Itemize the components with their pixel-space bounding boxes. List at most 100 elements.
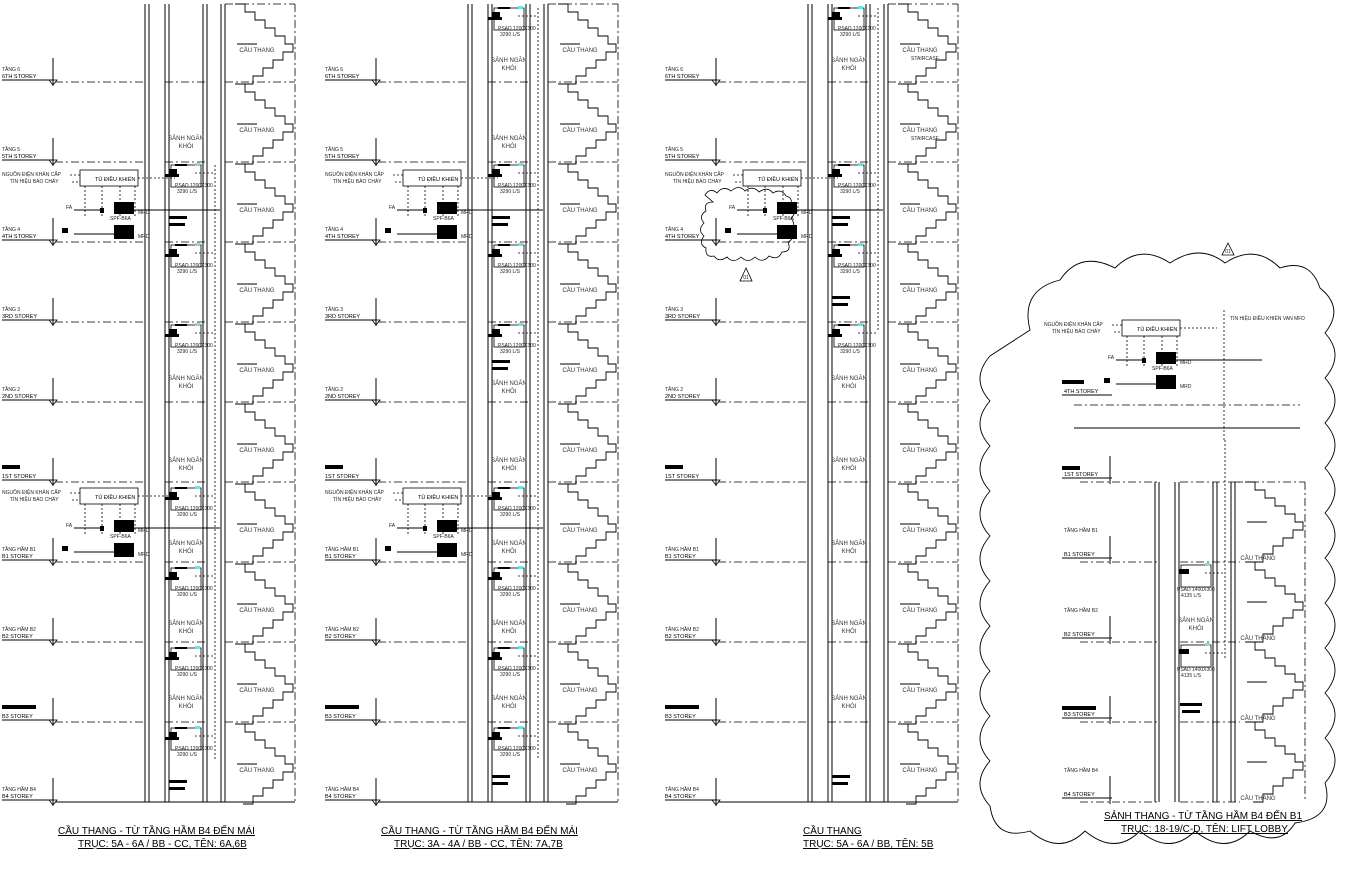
svg-text:NGUỒN ĐIỆN KHẨN CẤP: NGUỒN ĐIỆN KHẨN CẤP [325, 488, 385, 496]
svg-text:6TH STOREY: 6TH STOREY [665, 74, 700, 80]
svg-text:TẦNG 2: TẦNG 2 [2, 386, 20, 393]
svg-text:PSAD 1200X300: PSAD 1200X300 [838, 26, 876, 32]
svg-text:CẦU THANG: CẦU THANG [562, 47, 598, 54]
svg-text:CẦU THANG: CẦU THANG [239, 527, 275, 534]
svg-text:SẢNH NGĂN: SẢNH NGĂN [168, 620, 204, 627]
svg-text:FA: FA [729, 205, 736, 211]
svg-text:TẦNG 3: TẦNG 3 [2, 306, 20, 313]
svg-text:TẦNG 6: TẦNG 6 [2, 66, 20, 73]
svg-text:TẦNG HẦM B2: TẦNG HẦM B2 [665, 626, 699, 633]
svg-text:KHÓI: KHÓI [179, 548, 194, 555]
svg-text:MRD: MRD [461, 210, 473, 216]
svg-text:SẢNH NGĂN: SẢNH NGĂN [831, 375, 867, 382]
svg-text:FA: FA [389, 205, 396, 211]
svg-text:CẦU THANG: CẦU THANG [562, 687, 598, 694]
svg-text:CẦU THANG: CẦU THANG [239, 207, 275, 214]
svg-text:CẦU THANG: CẦU THANG [239, 607, 275, 614]
svg-text:KHÓI: KHÓI [179, 703, 194, 710]
svg-text:NGUỒN ĐIỆN KHẨN CẤP: NGUỒN ĐIỆN KHẨN CẤP [1044, 320, 1104, 328]
svg-text:KHÓI: KHÓI [502, 143, 517, 150]
svg-text:TÍN HIỆU ĐIỀU KHIỂN VAN MFD: TÍN HIỆU ĐIỀU KHIỂN VAN MFD [1230, 314, 1305, 322]
svg-text:SPF-B6A: SPF-B6A [1152, 366, 1174, 372]
svg-text:2ND STOREY: 2ND STOREY [2, 394, 37, 400]
svg-text:6TH STOREY: 6TH STOREY [325, 74, 360, 80]
svg-text:4TH STOREY: 4TH STOREY [1064, 389, 1099, 395]
svg-text:3290 L/S: 3290 L/S [177, 752, 198, 758]
svg-text:TẦNG HẦM B4: TẦNG HẦM B4 [2, 786, 36, 793]
svg-text:4TH STOREY: 4TH STOREY [2, 234, 37, 240]
svg-text:CẦU THANG: CẦU THANG [902, 447, 938, 454]
svg-text:CẦU THANG: CẦU THANG [902, 47, 938, 54]
svg-text:MRD: MRD [461, 234, 473, 240]
svg-text:3290 L/S: 3290 L/S [177, 269, 198, 275]
svg-text:PSAD 1200X300: PSAD 1200X300 [175, 343, 213, 349]
svg-text:SẢNH NGĂN: SẢNH NGĂN [491, 620, 527, 627]
panel-1-title-line1: CẦU THANG - TỪ TẦNG HẦM B4 ĐẾN MÁI [58, 826, 255, 837]
panel-4-title: SẢNH THANG - TỪ TẦNG HẦM B4 ĐẾN B1 TRỤC:… [1104, 811, 1324, 835]
svg-text:TẦNG HẦM B2: TẦNG HẦM B2 [1064, 607, 1098, 614]
svg-text:CẦU THANG: CẦU THANG [902, 127, 938, 134]
svg-text:TẦNG 6: TẦNG 6 [325, 66, 343, 73]
svg-text:CẦU THANG: CẦU THANG [902, 607, 938, 614]
panel-4-title-line2: TRỤC: 18-19/C-D, TÊN: LIFT LOBBY [1121, 824, 1288, 835]
svg-text:MRD: MRD [461, 528, 473, 534]
svg-text:TẦNG 4: TẦNG 4 [2, 226, 20, 233]
svg-text:MRD: MRD [138, 234, 150, 240]
svg-text:PSAD 1200X300: PSAD 1200X300 [838, 183, 876, 189]
svg-text:TỦ ĐIỀU KHIỂN: TỦ ĐIỀU KHIỂN [1137, 326, 1177, 333]
svg-text:SẢNH NGĂN: SẢNH NGĂN [168, 540, 204, 547]
svg-text:3290 L/S: 3290 L/S [840, 189, 861, 195]
svg-text:MRD: MRD [138, 552, 150, 558]
svg-text:B4 STOREY: B4 STOREY [2, 794, 33, 800]
svg-text:SPF-B6A: SPF-B6A [110, 534, 132, 540]
svg-text:3290 L/S: 3290 L/S [500, 189, 521, 195]
svg-text:PSAD 1200X300: PSAD 1200X300 [498, 183, 536, 189]
svg-text:3290 L/S: 3290 L/S [840, 349, 861, 355]
svg-text:SẢNH NGĂN: SẢNH NGĂN [491, 135, 527, 142]
svg-text:CẦU THANG: CẦU THANG [239, 687, 275, 694]
svg-text:B2 STOREY: B2 STOREY [2, 634, 33, 640]
svg-text:PSAD 1200X300: PSAD 1200X300 [175, 586, 213, 592]
svg-text:SẢNH NGĂN: SẢNH NGĂN [168, 457, 204, 464]
svg-text:3RD STOREY: 3RD STOREY [665, 314, 700, 320]
svg-text:KHÓI: KHÓI [179, 628, 194, 635]
svg-text:B3 STOREY: B3 STOREY [1064, 712, 1095, 718]
svg-text:CẦU THANG: CẦU THANG [902, 767, 938, 774]
revision-cloud [700, 187, 795, 261]
svg-text:PSAD 1200X300: PSAD 1200X300 [498, 26, 536, 32]
svg-text:B2 STOREY: B2 STOREY [665, 634, 696, 640]
svg-text:TÍN HIỆU BÁO CHÁY: TÍN HIỆU BÁO CHÁY [333, 177, 382, 185]
svg-text:CẦU THANG: CẦU THANG [562, 287, 598, 294]
panel-1-title-line2: TRỤC: 5A - 6A / BB - CC, TÊN: 6A,6B [78, 839, 247, 850]
svg-text:SẢNH NGĂN: SẢNH NGĂN [491, 540, 527, 547]
svg-text:TẦNG HẦM B1: TẦNG HẦM B1 [2, 546, 36, 553]
svg-text:KHÓI: KHÓI [502, 703, 517, 710]
svg-text:TẦNG HẦM B1: TẦNG HẦM B1 [325, 546, 359, 553]
svg-text:CẦU THANG: CẦU THANG [1240, 715, 1276, 722]
svg-text:TỦ ĐIỀU KHIỂN: TỦ ĐIỀU KHIỂN [418, 176, 458, 183]
svg-text:TÍN HIỆU BÁO CHÁY: TÍN HIỆU BÁO CHÁY [333, 495, 382, 503]
svg-text:3290 L/S: 3290 L/S [840, 269, 861, 275]
svg-text:PSAD 1200X300: PSAD 1200X300 [498, 506, 536, 512]
svg-text:TẦNG HẦM B4: TẦNG HẦM B4 [665, 786, 699, 793]
svg-text:01: 01 [1225, 249, 1231, 255]
svg-text:MRD: MRD [1180, 360, 1192, 366]
svg-text:CẦU THANG: CẦU THANG [562, 767, 598, 774]
svg-text:KHÓI: KHÓI [179, 465, 194, 472]
svg-text:CẦU THANG: CẦU THANG [239, 447, 275, 454]
svg-text:KHÓI: KHÓI [842, 703, 857, 710]
svg-text:TÍN HIỆU BÁO CHÁY: TÍN HIỆU BÁO CHÁY [10, 177, 59, 185]
svg-text:3290 L/S: 3290 L/S [500, 32, 521, 38]
svg-text:3290 L/S: 3290 L/S [500, 592, 521, 598]
panel-1-title: CẦU THANG - TỪ TẦNG HẦM B4 ĐẾN MÁI TRỤC:… [58, 826, 258, 850]
svg-text:B1 STOREY: B1 STOREY [665, 554, 696, 560]
svg-text:3290 L/S: 3290 L/S [177, 189, 198, 195]
panel-3-title-line2: TRỤC: 5A - 6A / BB, TÊN: 5B [803, 839, 934, 850]
svg-text:CẦU THANG: CẦU THANG [1240, 795, 1276, 802]
svg-text:KHÓI: KHÓI [842, 628, 857, 635]
svg-text:TẦNG 2: TẦNG 2 [665, 386, 683, 393]
panel-3-title-line1: CẦU THANG [803, 826, 862, 837]
svg-text:FA: FA [66, 523, 73, 529]
svg-text:TẦNG 5: TẦNG 5 [325, 146, 343, 153]
